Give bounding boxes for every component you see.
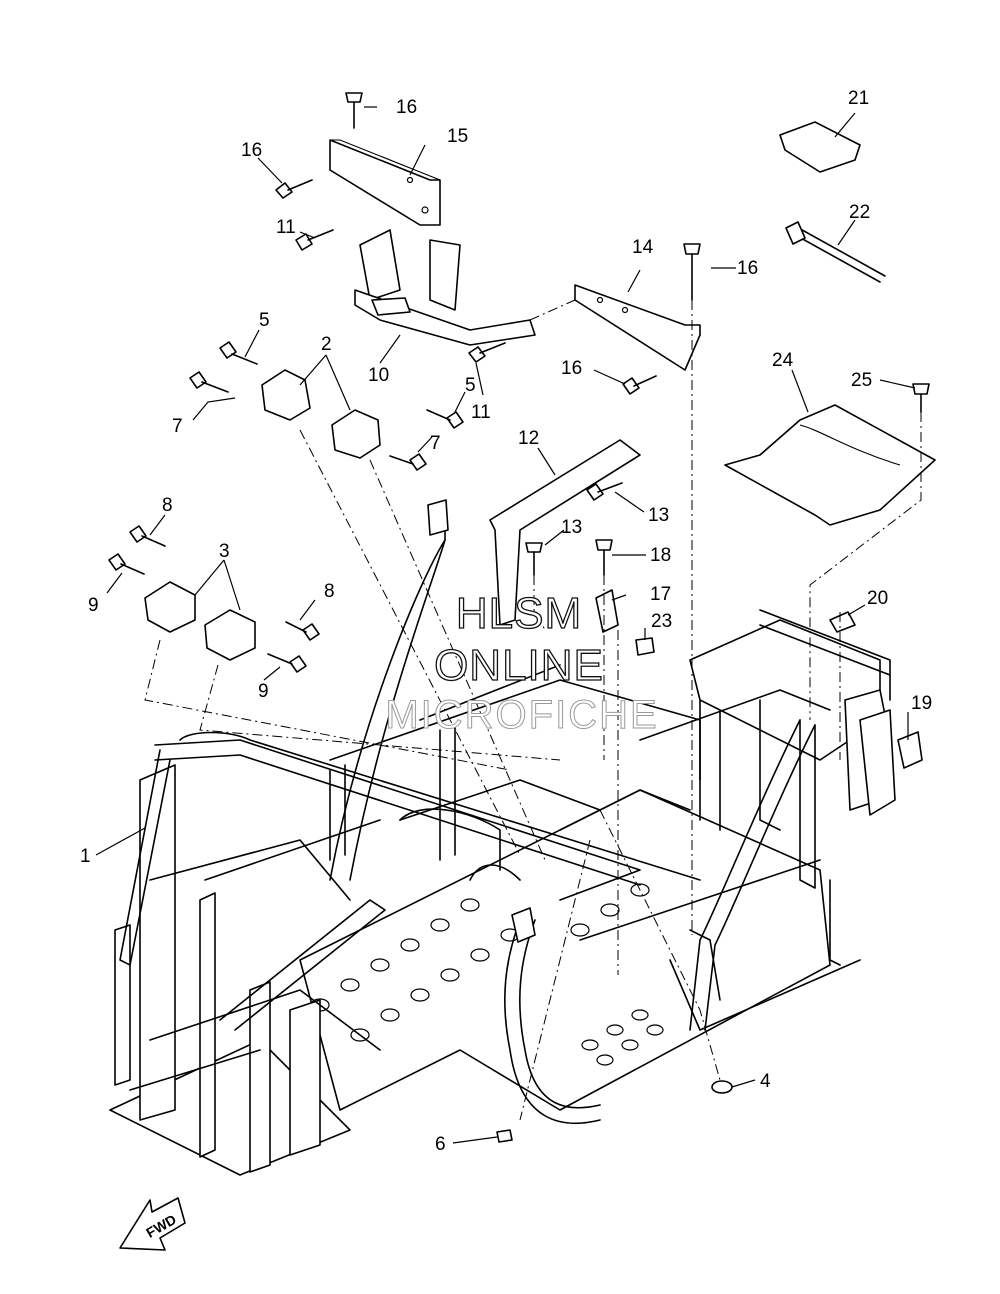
grommet-4 (711, 1080, 733, 1094)
callout-13b: 13 (561, 517, 582, 538)
callout-16c: 16 (737, 258, 758, 279)
clip-6 (496, 1129, 513, 1143)
callout-9a: 9 (88, 595, 99, 616)
guard-12 (489, 439, 641, 626)
callout-15: 15 (447, 126, 468, 147)
clip-17 (595, 589, 619, 633)
callout-16d: 16 (561, 358, 582, 379)
pad-21 (779, 121, 861, 173)
bolts (108, 92, 930, 673)
callout-2: 2 (321, 334, 332, 355)
callout-6: 6 (435, 1134, 446, 1155)
callout-22: 22 (849, 202, 870, 223)
leader-lines (95, 106, 916, 1144)
callout-20: 20 (867, 588, 888, 609)
callout-12: 12 (518, 428, 539, 449)
engine-mount-3 (144, 581, 256, 661)
plate-24 (724, 404, 936, 526)
watermark-line-1: HLSM (456, 589, 582, 638)
fwd-arrow: FWD (119, 1197, 186, 1251)
callout-5b: 5 (465, 375, 476, 396)
callout-11a: 11 (276, 217, 296, 238)
callout-13a: 13 (648, 505, 669, 526)
callout-8a: 8 (162, 495, 173, 516)
callout-17: 17 (650, 584, 671, 605)
label-19 (897, 731, 923, 769)
main-frame (109, 499, 896, 1176)
callout-5a: 5 (259, 310, 270, 331)
callout-14: 14 (632, 237, 654, 258)
callout-24: 24 (772, 350, 794, 371)
engine-mount-2 (261, 369, 381, 459)
callouts: 1 2 3 4 5 5 6 7 7 8 8 9 9 10 11 11 12 13… (80, 88, 932, 1155)
callout-8b: 8 (324, 581, 335, 602)
watermark-line-2: ONLINE (434, 641, 604, 690)
callout-11b: 11 (471, 402, 491, 423)
floor-holes (310, 883, 664, 1066)
callout-16a: 16 (396, 97, 417, 118)
alignment-lines (144, 299, 922, 1121)
callout-19: 19 (911, 693, 932, 714)
cap-23 (635, 637, 655, 656)
watermark-line-3: MICROFICHE (385, 693, 658, 737)
engine-mount-bracket (354, 229, 536, 346)
callout-10: 10 (368, 365, 389, 386)
callout-4: 4 (760, 1071, 771, 1092)
screw-18 (595, 539, 613, 576)
callout-9b: 9 (258, 681, 269, 702)
callout-16b: 16 (241, 140, 262, 161)
callout-23: 23 (651, 611, 672, 632)
pad-20 (829, 611, 856, 633)
callout-7b: 7 (430, 433, 441, 454)
callout-7a: 7 (172, 416, 183, 437)
bracket-14 (574, 284, 701, 371)
watermark: HLSM ONLINE MICROFICHE (385, 588, 658, 737)
callout-18: 18 (650, 545, 671, 566)
bracket-15 (329, 139, 441, 226)
callout-3: 3 (219, 541, 230, 562)
rod-22 (785, 221, 886, 283)
callout-25: 25 (851, 370, 872, 391)
callout-21: 21 (848, 88, 869, 109)
callout-1: 1 (80, 846, 91, 867)
